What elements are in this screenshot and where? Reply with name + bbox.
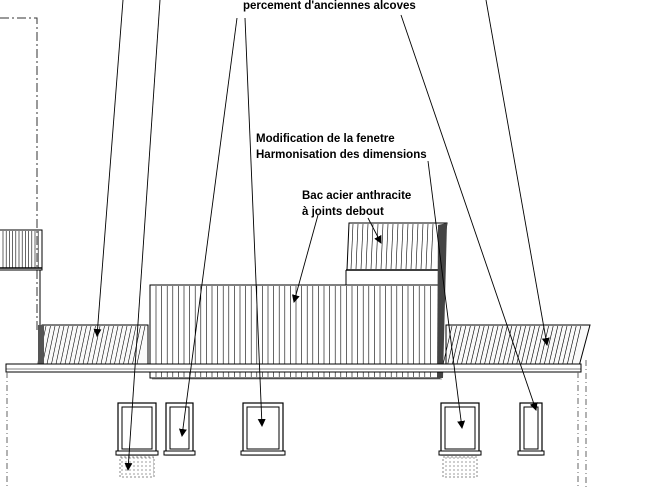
leader-line [178, 17, 238, 437]
leader-line [400, 14, 538, 411]
roof-central-volume [149, 284, 441, 379]
eave-gutter [5, 363, 582, 380]
annotation-alcoves: percement d'anciennes alcoves [243, 0, 416, 12]
annotation-modification-line1: Modification de la fenetre [256, 133, 395, 145]
facade-outline [6, 360, 587, 487]
leader-arrows [93, 0, 550, 471]
window [163, 402, 196, 456]
windows [115, 402, 545, 478]
annotation-modification-line2: Harmonisation des dimensions [256, 149, 427, 161]
annotation-steel-roofing: Bac acier anthracite à joints debout [302, 188, 411, 220]
annotation-bac-line1: Bac acier anthracite [302, 190, 412, 202]
roof-upper-box [345, 222, 448, 378]
property-boundary [0, 17, 38, 330]
annotation-bac-line2: à joints debout [302, 206, 384, 218]
annotation-window-modification: Modification de la fenetre Harmonisation… [256, 131, 427, 163]
leader-line [292, 214, 319, 303]
window [517, 402, 545, 456]
leader-line [124, 0, 161, 471]
window [115, 402, 159, 478]
neighbour-roof-left [0, 229, 43, 271]
roof-right [441, 324, 591, 371]
leader-line [367, 217, 382, 244]
leader-line [485, 0, 550, 346]
window [240, 402, 286, 456]
leader-line [427, 160, 466, 429]
roof-left [37, 324, 149, 366]
leader-line [93, 0, 124, 337]
leader-line [244, 17, 266, 427]
